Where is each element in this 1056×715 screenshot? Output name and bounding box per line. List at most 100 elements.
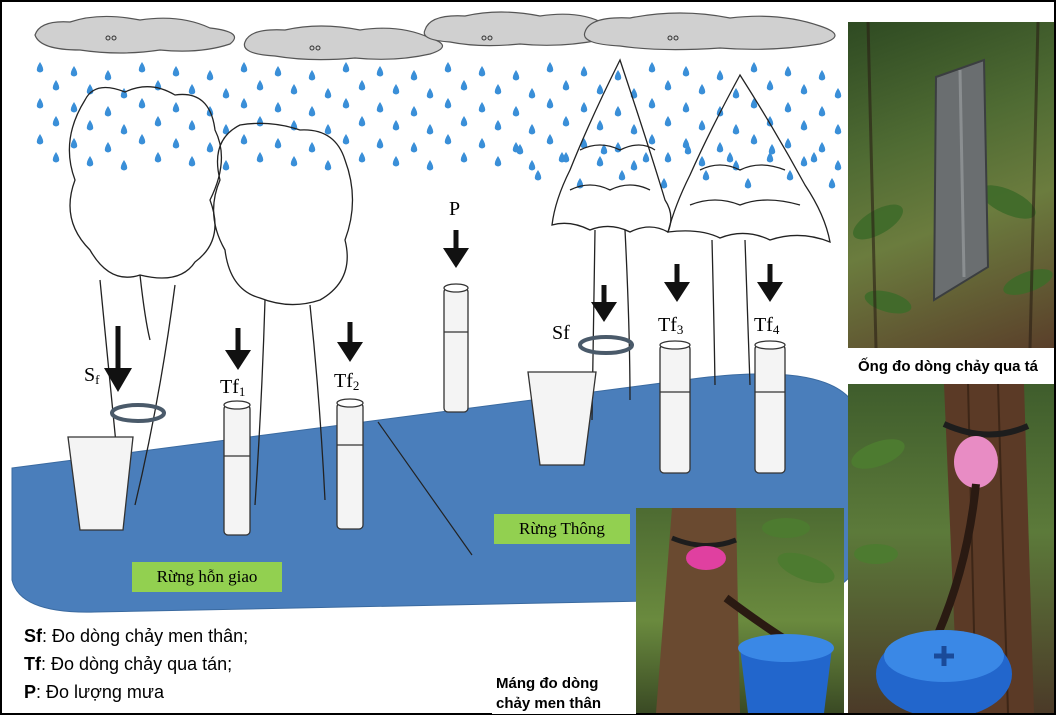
mixed-forest-label: Rừng hỗn giao	[132, 562, 282, 592]
throughfall-gauge-tf4	[755, 341, 785, 473]
rain-drop	[291, 84, 297, 95]
label-p: P	[449, 198, 460, 221]
rain-drop	[631, 160, 637, 171]
rain-drop	[479, 66, 485, 77]
rain-drop	[139, 98, 145, 109]
rain-drop	[173, 102, 179, 113]
rain-drop	[581, 66, 587, 77]
rain-drop	[563, 80, 569, 91]
rain-drop	[801, 120, 807, 131]
rain-drop	[745, 178, 751, 189]
pine-forest-label: Rừng Thông	[494, 514, 630, 544]
rain-drop	[785, 138, 791, 149]
rain-drop	[683, 102, 689, 113]
rain-drop	[377, 102, 383, 113]
rain-drop	[597, 156, 603, 167]
rain-drop	[121, 160, 127, 171]
rain-drop	[547, 134, 553, 145]
rain-drop	[751, 134, 757, 145]
rain-drop	[37, 134, 43, 145]
rain-drop	[155, 152, 161, 163]
rain-drop	[479, 102, 485, 113]
rain-drop	[529, 124, 535, 135]
rain-drop	[495, 156, 501, 167]
arrow-tf3	[664, 264, 690, 302]
label-tf2: Tf2	[334, 370, 359, 394]
rain-drop	[733, 88, 739, 99]
rain-drop	[377, 138, 383, 149]
label-sf-right: Sf	[552, 322, 570, 345]
rain-drop	[393, 156, 399, 167]
clouds	[35, 12, 835, 60]
rain-drop	[309, 106, 315, 117]
legend-item-sf: Sf: Đo dòng chảy men thân;	[24, 622, 248, 650]
rain-drop	[139, 62, 145, 73]
rain-drop	[275, 66, 281, 77]
pine-tree-1	[552, 60, 671, 420]
rain-drop	[733, 124, 739, 135]
photo-throughfall-tube	[848, 22, 1054, 348]
legend-item-tf: Tf: Đo dòng chảy qua tán;	[24, 650, 248, 678]
rain-drop	[683, 66, 689, 77]
label-sf-left: Sf	[84, 364, 99, 388]
rain-drop	[343, 134, 349, 145]
rain-drop	[661, 178, 667, 189]
rain-drop	[359, 152, 365, 163]
rain-drop	[139, 134, 145, 145]
rain-drop	[87, 120, 93, 131]
rain-drop	[121, 124, 127, 135]
rain-drop	[495, 120, 501, 131]
rain-drop	[615, 70, 621, 81]
caption-stemflow-line2: chảy men thân	[496, 694, 601, 714]
rain-drop	[359, 80, 365, 91]
throughfall-gauge-tf2	[337, 399, 363, 529]
rain-drop	[291, 156, 297, 167]
rain-drop	[53, 152, 59, 163]
rain-drop	[643, 152, 649, 163]
rain-drop	[241, 62, 247, 73]
rain-drop	[343, 62, 349, 73]
rain-drop	[785, 102, 791, 113]
rain-drop	[801, 84, 807, 95]
rain-drop	[189, 156, 195, 167]
rain-drop	[155, 116, 161, 127]
rain-drop	[105, 70, 111, 81]
rain-drop	[53, 80, 59, 91]
rain-drop	[769, 144, 775, 155]
rain-drop	[751, 62, 757, 73]
rain-drop	[649, 134, 655, 145]
rain-drop	[257, 116, 263, 127]
rain-drop	[445, 62, 451, 73]
rain-drop	[727, 152, 733, 163]
rain-drop	[547, 62, 553, 73]
rain-drop	[309, 142, 315, 153]
rain-drop	[513, 70, 519, 81]
rain-drop	[241, 134, 247, 145]
rain-drop	[207, 142, 213, 153]
rain-drop	[359, 116, 365, 127]
rain-drop	[411, 70, 417, 81]
rain-drop	[649, 98, 655, 109]
rain-drop	[619, 170, 625, 181]
rain-drop	[819, 70, 825, 81]
rain-drop	[785, 66, 791, 77]
rain-drop	[559, 152, 565, 163]
rain-drop	[801, 156, 807, 167]
rain-drop	[665, 116, 671, 127]
rain-drop	[173, 66, 179, 77]
rain-drop	[717, 142, 723, 153]
rain-drop	[411, 106, 417, 117]
rain-drop	[241, 98, 247, 109]
rain-drop	[461, 116, 467, 127]
rain-drop	[751, 98, 757, 109]
rain-drop	[343, 98, 349, 109]
rain-drop	[835, 88, 841, 99]
rain-drop	[631, 124, 637, 135]
rain-drop	[597, 84, 603, 95]
rain-drop	[787, 170, 793, 181]
photo-stemflow-bucket	[636, 508, 844, 713]
rain-drop	[461, 80, 467, 91]
rain-drop	[105, 106, 111, 117]
rain-drop	[581, 102, 587, 113]
rain-drop	[223, 160, 229, 171]
